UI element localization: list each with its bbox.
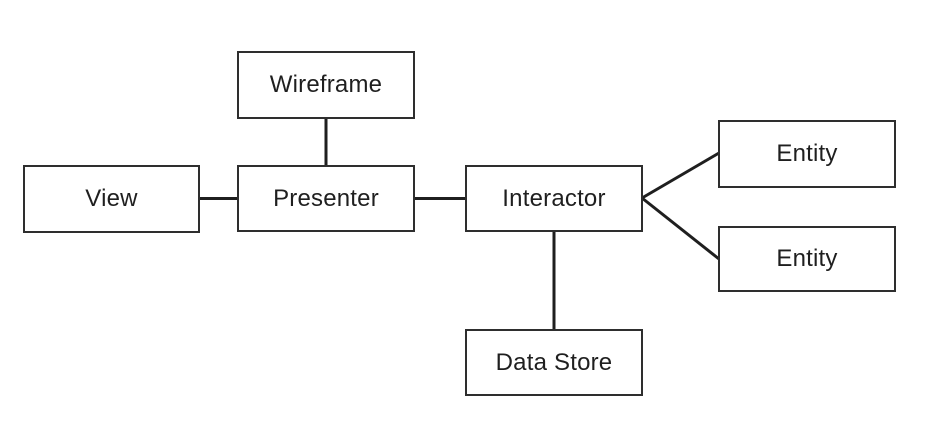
node-interactor: Interactor bbox=[465, 165, 643, 232]
node-data-store: Data Store bbox=[465, 329, 643, 396]
edge-interactor-entity-2 bbox=[641, 196, 720, 261]
node-view: View bbox=[23, 165, 200, 233]
node-presenter: Presenter bbox=[237, 165, 415, 232]
edge-interactor-entity-1 bbox=[641, 151, 720, 200]
node-entity-1: Entity bbox=[718, 120, 896, 188]
node-entity-2: Entity bbox=[718, 226, 896, 292]
node-wireframe: Wireframe bbox=[237, 51, 415, 119]
